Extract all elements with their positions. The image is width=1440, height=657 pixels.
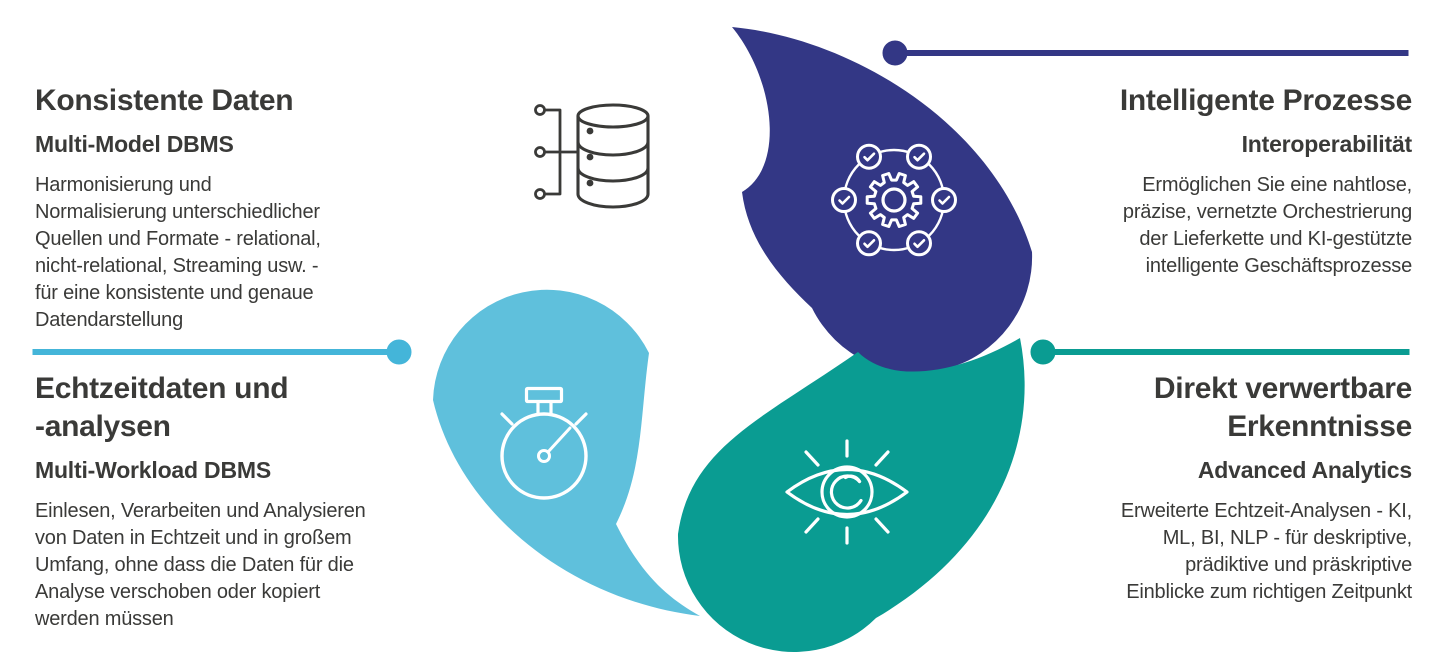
section-title: Intelligente Prozesse — [1119, 84, 1412, 117]
section-intelligent-processes: Intelligente Prozesse Interoperabilität … — [1032, 82, 1412, 280]
connector-middle-left — [32, 339, 412, 365]
connector-top-right — [882, 40, 1409, 66]
connector-middle-right — [1030, 339, 1410, 365]
connector-line-navy — [902, 50, 1409, 56]
connector-line-lightblue — [32, 349, 391, 355]
section-consistent-data: Konsistente Daten Multi-Model DBMS Harmo… — [35, 82, 455, 334]
section-realtime-data: Echtzeitdaten und -analysen Multi-Worklo… — [35, 370, 455, 633]
connector-line-teal — [1050, 349, 1410, 355]
section-subtitle: Interoperabilität — [1241, 131, 1413, 157]
section-title: Echtzeitdaten und -analysen — [35, 372, 289, 443]
cycle-segments — [433, 27, 1033, 652]
stopwatch-icon — [500, 386, 588, 500]
connector-dot-lightblue — [386, 339, 412, 365]
gear-network-icon — [831, 143, 957, 257]
section-title: Direkt verwertbare Erkenntnisse — [1153, 372, 1412, 443]
cycle-segment-teal — [677, 338, 1025, 652]
section-title: Konsistente Daten — [35, 84, 294, 117]
section-subtitle: Multi-Model DBMS — [35, 131, 234, 157]
section-body: Einlesen, Verarbeiten und Analysieren vo… — [35, 500, 366, 630]
database-icon — [534, 103, 650, 209]
check-badges — [831, 143, 957, 257]
section-body: Ermöglichen Sie eine nahtlose, präzise, … — [1122, 174, 1412, 277]
section-body: Harmonisierung und Normalisierung unters… — [35, 174, 321, 331]
section-subtitle: Advanced Analytics — [1197, 457, 1412, 483]
section-actionable-insights: Direkt verwertbare Erkenntnisse Advanced… — [1032, 370, 1412, 606]
eye-icon — [785, 439, 909, 545]
section-body: Erweiterte Echtzeit-Analysen - KI, ML, B… — [1120, 500, 1412, 603]
section-subtitle: Multi-Workload DBMS — [35, 457, 271, 483]
cycle-segment-lightblue — [433, 289, 700, 616]
